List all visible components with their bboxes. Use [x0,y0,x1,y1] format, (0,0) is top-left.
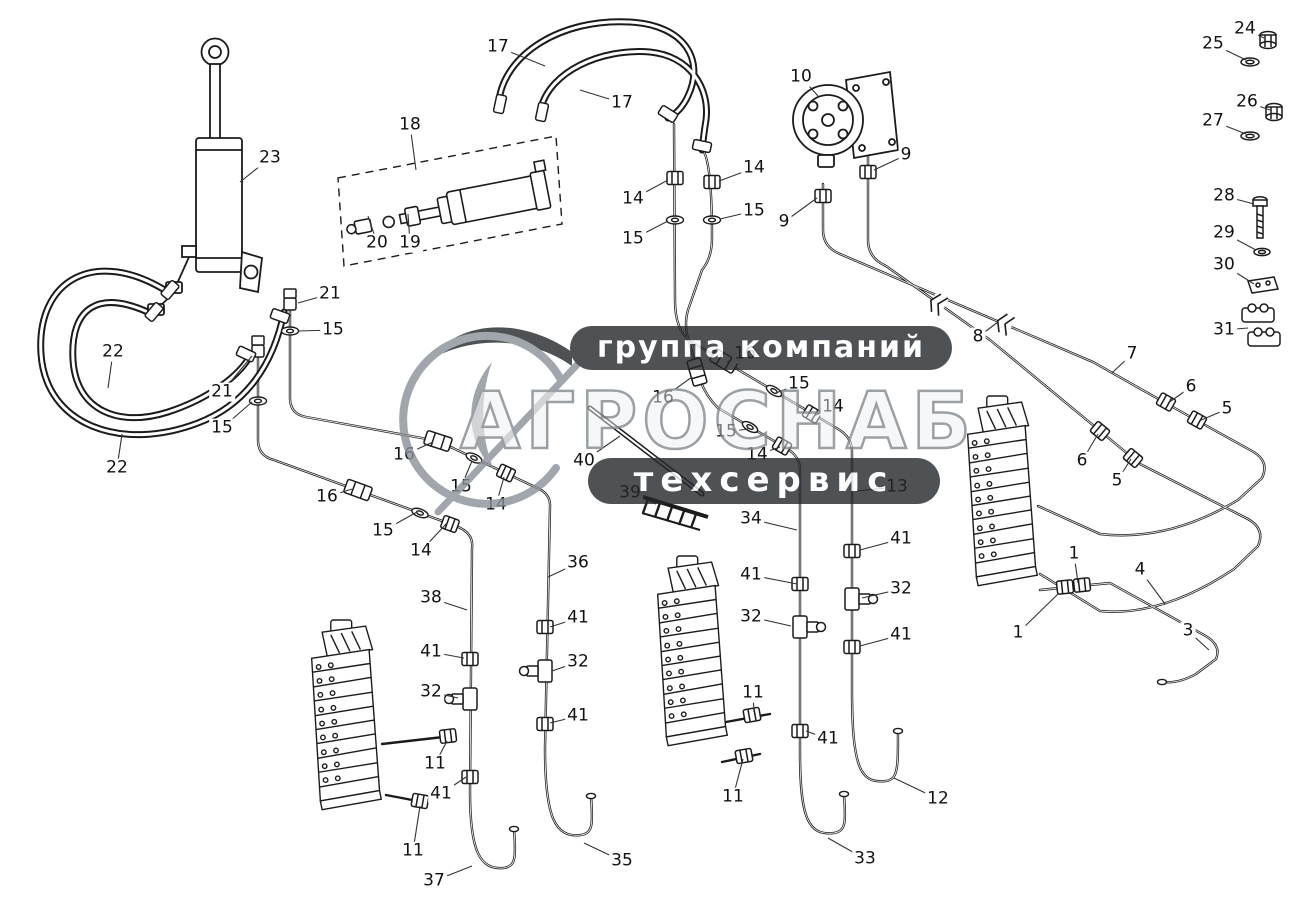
part-label-41: 41 [565,607,591,628]
part-label-31: 31 [1211,319,1237,340]
part-label-10: 10 [788,66,814,87]
part-label-32: 32 [418,681,444,702]
part-label-34: 34 [738,508,764,529]
part-label-36: 36 [565,552,591,573]
part-label-6: 6 [1183,376,1199,397]
part-label-41: 41 [738,564,764,585]
part-label-40: 40 [571,450,597,471]
plate-30 [1247,276,1279,294]
bolt-28 [1252,196,1268,239]
part-label-15: 15 [448,476,474,497]
part-label-14: 14 [820,396,846,417]
part-label-21: 21 [209,381,235,402]
part-label-24: 24 [1232,18,1258,39]
pipe-end [892,727,904,735]
motor-10 [792,70,899,168]
part-label-4: 4 [1132,559,1148,580]
part-label-16: 16 [391,444,417,465]
part-label-14: 14 [408,540,434,561]
part-label-15: 15 [620,228,646,249]
part-label-11: 11 [720,786,746,807]
nut-24 [1259,30,1277,50]
clamp-31 [1241,303,1275,323]
part-label-5: 5 [1219,398,1235,419]
part-label-32: 32 [888,578,914,599]
part-label-38: 38 [418,587,444,608]
part-label-14: 14 [483,494,509,515]
part-label-35: 35 [609,850,635,871]
part-label-30: 30 [1211,254,1237,275]
part-label-16: 16 [314,486,340,507]
part-label-25: 25 [1200,33,1226,54]
part-label-15: 15 [320,319,346,340]
part-label-15: 15 [713,421,739,442]
part-label-41: 41 [888,624,914,645]
part-label-21: 21 [317,283,343,304]
part-label-8: 8 [970,326,986,347]
part-label-41: 41 [815,728,841,749]
part-label-22: 22 [104,457,130,478]
part-label-33: 33 [852,848,878,869]
cylinder-23 [147,37,263,316]
part-label-15: 15 [741,200,767,221]
part-label-15: 15 [209,417,235,438]
part-label-14: 14 [744,444,770,465]
part-label-32: 32 [565,651,591,672]
part-label-14: 14 [741,157,767,178]
part-label-5: 5 [1109,470,1125,491]
part-label-16: 16 [732,343,758,364]
kit-box-18 [337,135,563,267]
part-label-23: 23 [257,147,283,168]
part-label-15: 15 [786,373,812,394]
part-label-3: 3 [1180,620,1196,641]
part-label-15: 15 [370,520,396,541]
washer-29 [1253,247,1271,257]
part-label-9: 9 [898,144,914,165]
part-label-41: 41 [565,705,591,726]
nut-26 [1265,102,1283,122]
pipe-end [1156,678,1168,686]
part-label-19: 19 [397,232,423,253]
part-label-41: 41 [418,641,444,662]
part-label-22: 22 [100,341,126,362]
pipe-end [838,790,850,798]
part-label-26: 26 [1234,91,1260,112]
loose-parts [1240,30,1283,347]
part-label-9: 9 [776,211,792,232]
part-label-41: 41 [428,783,454,804]
part-label-17: 17 [485,36,511,57]
part-label-12: 12 [925,788,951,809]
pipe-end [508,825,520,833]
part-label-13: 13 [884,476,910,497]
part-label-37: 37 [421,870,447,891]
part-label-18: 18 [397,114,423,135]
part-label-32: 32 [738,606,764,627]
part-label-14: 14 [620,188,646,209]
part-label-20: 20 [364,232,390,253]
part-label-28: 28 [1211,185,1237,206]
clamp-31b [1247,327,1281,347]
part-label-6: 6 [1074,450,1090,471]
part-label-41: 41 [888,528,914,549]
pipe-end [585,792,597,800]
part-label-1: 1 [1010,622,1026,643]
part-label-39: 39 [617,482,643,503]
part-label-17: 17 [609,92,635,113]
part-label-11: 11 [400,840,426,861]
part-label-27: 27 [1200,110,1226,131]
part-label-16: 16 [650,387,676,408]
fittings [143,93,1208,833]
part-label-1: 1 [1066,543,1082,564]
part-label-29: 29 [1211,222,1237,243]
part-label-7: 7 [1124,343,1140,364]
part-label-11: 11 [740,682,766,703]
part-label-11: 11 [422,753,448,774]
